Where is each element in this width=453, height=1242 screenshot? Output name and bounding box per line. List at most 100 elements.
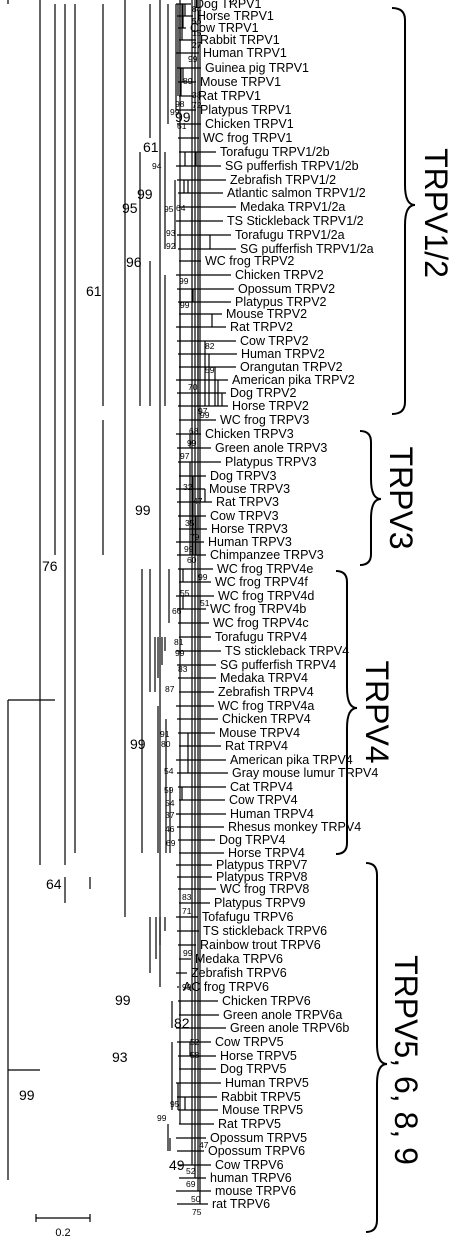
leaf-label: Horse TRPV6: [0, 0, 77, 3]
bootstrap-value: 92: [166, 241, 176, 251]
leaf-label: Rainbow trout TRPV6: [200, 938, 321, 952]
leaf-label: Zebrafish TRPV4: [218, 685, 314, 699]
leaf-label: Mouse TRPV4: [219, 726, 300, 740]
leaf-label: WC frog TRPV3: [220, 413, 309, 427]
bootstrap-value-major: 82: [174, 1015, 190, 1031]
leaf-label: Cow TRPV6: [215, 1158, 284, 1172]
bootstrap-value: 68: [189, 426, 199, 436]
bootstrap-value: 56: [192, 16, 202, 26]
leaf-label: mouse TRPV6: [215, 1184, 296, 1198]
leaf-label: Horse TRPV3: [211, 522, 288, 536]
leaf-label: Chimpanzee TRPV3: [210, 548, 324, 562]
leaf-label: Cow TRPV2: [240, 334, 309, 348]
leaf-label: Atlantic salmon TRPV1/2: [227, 186, 366, 200]
bootstrap-value: 83: [182, 892, 192, 902]
leaf-label: Opossum TRPV2: [238, 282, 335, 296]
leaf-label: Green anole TRPV3: [215, 441, 327, 455]
leaf-label: WC frog TRPV4c: [213, 616, 309, 630]
leaf-label: Torafugu TRPV1/2b: [220, 145, 330, 159]
leaf-label: Platypus TRPV7: [216, 858, 308, 872]
leaf-label: Cow TRPV1: [190, 21, 259, 35]
leaf-label: Medaka TRPV4: [220, 671, 308, 685]
leaf-label: WC frog TRPV4b: [210, 602, 306, 616]
bootstrap-value: 59: [205, 365, 215, 375]
bootstrap-value: 87: [165, 684, 175, 694]
bootstrap-value: 83: [178, 664, 188, 674]
bootstrap-value: 99: [157, 1113, 167, 1123]
leaf-label: Guinea pig TRPV1: [205, 61, 309, 75]
leaf-label: Medaka TRPV1/2a: [240, 200, 345, 214]
bootstrap-value: 61: [177, 121, 187, 131]
bootstrap-value: 69: [186, 1179, 196, 1189]
leaf-label: WC frog TRPV2: [205, 254, 294, 268]
leaf-label: Dog TRPV1: [195, 0, 262, 11]
bootstrap-value-major: 61: [143, 139, 159, 155]
leaf-label: Horse TRPV4: [228, 846, 305, 860]
bootstrap-value-major: 93: [112, 1049, 128, 1065]
leaf-label: Torafugu TRPV4: [215, 630, 307, 644]
leaf-label: Human TRPV4: [230, 807, 314, 821]
bootstrap-value-major: 99: [137, 186, 153, 202]
leaf-label: WC frog TRPV4d: [218, 589, 314, 603]
leaf-label: SG pufferfish TRPV1/2b: [225, 159, 359, 173]
clade-brace-trpv4: [335, 570, 358, 855]
leaf-label: Human TRPV5: [225, 1076, 309, 1090]
bootstrap-value: 54: [165, 798, 175, 808]
leaf-label: Chicken TRPV2: [235, 268, 324, 282]
tree-branches: [7, 0, 237, 1205]
bootstrap-value: 35: [185, 518, 195, 528]
bootstrap-value: 99: [188, 54, 198, 64]
leaf-label: Chicken TRPV6: [222, 994, 311, 1008]
leaf-label: Horse TRPV5: [220, 1049, 297, 1063]
leaf-label: Opossum TRPV5: [210, 1131, 307, 1145]
bootstrap-value: 52: [190, 1037, 200, 1047]
bootstrap-value-major: 99: [175, 109, 191, 125]
leaf-label: Platypus TRPV9: [214, 896, 306, 910]
bootstrap-value-major: 99: [115, 992, 131, 1008]
leaf-label: Opossum TRPV6: [208, 1144, 305, 1158]
leaf-label: Rat TRPV2: [230, 320, 293, 334]
leaf-label: Medaka TRPV6: [195, 952, 283, 966]
leaf-label: WC frog TRPV4a: [218, 699, 314, 713]
leaf-label: Horse TRPV2: [232, 399, 309, 413]
leaf-label: Chicken TRPV4: [222, 712, 311, 726]
leaf-label: Dog TRPV4: [219, 833, 286, 847]
bootstrap-labels: 8456152799893872989961949593926499998259…: [19, 4, 215, 1217]
bootstrap-value: 37: [165, 810, 175, 820]
leaf-label: SG pufferfish TRPV1/2a: [240, 242, 374, 256]
bootstrap-value: 93: [166, 228, 176, 238]
leaf-label: Zebrafish TRPV6: [191, 966, 287, 980]
leaf-label: WC frog TRPV4f: [215, 575, 308, 589]
leaf-label: Mouse TRPV1: [200, 75, 281, 89]
leaf-label: Tofafugu TRPV6: [202, 910, 294, 924]
leaf-label: Rat TRPV3: [216, 495, 279, 509]
bootstrap-value: 98: [175, 99, 185, 109]
leaf-label: Green anole TRPV6b: [230, 1021, 349, 1035]
bootstrap-value: 79: [190, 532, 200, 542]
bootstrap-value: 64: [176, 203, 186, 213]
bootstrap-value: 99: [182, 982, 192, 992]
bootstrap-value: 52: [186, 1166, 196, 1176]
leaf-label: Horse TRPV1: [197, 9, 274, 23]
bootstrap-value: 15: [192, 28, 202, 38]
bootstrap-value: 99: [187, 438, 197, 448]
bootstrap-value: 99: [183, 948, 193, 958]
bootstrap-value: 80: [161, 739, 171, 749]
leaf-label: Mouse TRPV5: [222, 1103, 303, 1117]
clade-brace-trpv1-2: [391, 7, 416, 415]
bootstrap-value: 60: [187, 555, 197, 565]
leaf-label: Green anole TRPV6a: [223, 1008, 342, 1022]
bootstrap-value: 81: [174, 637, 184, 647]
leaf-label: Cow TRPV5: [215, 1035, 284, 1049]
bootstrap-value: 51: [200, 598, 210, 608]
leaf-label: Torafugu TRPV1/2a: [235, 228, 345, 242]
leaf-label: WC frog TRPV1: [203, 131, 292, 145]
bootstrap-value-major: 95: [122, 200, 138, 216]
leaf-label: human TRPV6: [210, 1171, 292, 1185]
bootstrap-value: 27: [192, 40, 202, 50]
bootstrap-value: 54: [164, 766, 174, 776]
bootstrap-value-major: 76: [42, 558, 58, 574]
leaf-label: Human TRPV3: [208, 535, 292, 549]
bootstrap-value: 47: [193, 496, 203, 506]
